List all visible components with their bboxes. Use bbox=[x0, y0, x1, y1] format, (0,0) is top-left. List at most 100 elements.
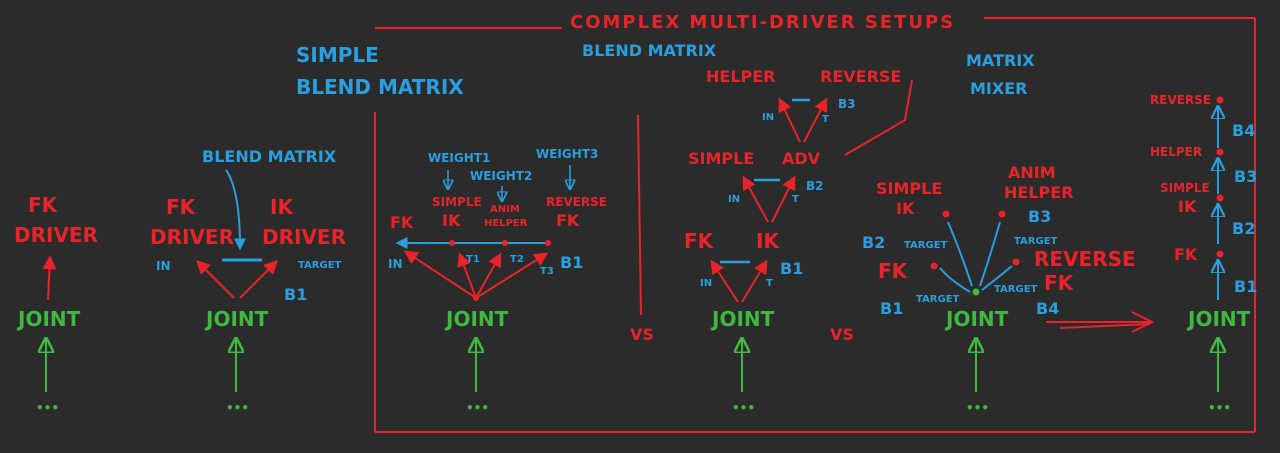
simple-label: SIMPLE bbox=[1160, 181, 1210, 195]
helper-node bbox=[998, 210, 1006, 218]
fk-node bbox=[1216, 250, 1224, 258]
ik-label: IK bbox=[442, 211, 461, 230]
b4-label: B4 bbox=[1232, 121, 1255, 140]
reverse-to-joint-line bbox=[981, 265, 1013, 291]
b2-label: B2 bbox=[1232, 219, 1255, 238]
simple-blend-matrix-title-line1: SIMPLE bbox=[296, 43, 379, 67]
hub-to-helper-arrow bbox=[475, 252, 502, 299]
reverse-label: REVERSE bbox=[820, 67, 901, 86]
reverse-label: REVERSE bbox=[1150, 93, 1211, 107]
hub-to-ik-arrow bbox=[457, 252, 477, 299]
matrix-mixer-title-line1: MATRIX bbox=[966, 51, 1035, 70]
reverse-label: REVERSE bbox=[546, 195, 607, 209]
simple-label: SIMPLE bbox=[432, 195, 482, 209]
weight3-label: WEIGHT3 bbox=[536, 147, 598, 161]
joint-to-fk-arrow bbox=[196, 260, 235, 299]
joint-label: JOINT bbox=[710, 307, 775, 331]
complex-multi-driver-title: COMPLEX MULTI-DRIVER SETUPS bbox=[570, 12, 955, 33]
reverse-node bbox=[1216, 96, 1224, 104]
joint-to-ik-arrow bbox=[741, 259, 768, 303]
simple-blend-matrix-title-line2: BLEND MATRIX bbox=[296, 75, 464, 99]
weight2-label: WEIGHT2 bbox=[470, 169, 532, 183]
ik-label: IK bbox=[756, 229, 780, 253]
reverse-label: REVERSE bbox=[1034, 247, 1136, 271]
ik-driver-label: DRIVER bbox=[262, 225, 346, 249]
reverse-node bbox=[545, 240, 551, 246]
ik-label: IK bbox=[1178, 197, 1197, 216]
fk-label: FK bbox=[1174, 245, 1198, 264]
column-stacked-blend: HELPER REVERSE B3 IN T SIMPLE ADV B2 IN … bbox=[684, 67, 901, 415]
ik-node bbox=[449, 240, 455, 246]
anim-label: ANIM bbox=[1008, 163, 1056, 182]
joint-to-fk-arrow bbox=[710, 259, 739, 303]
vs-label-1: VS bbox=[630, 325, 654, 344]
column-simple-blend: BLEND MATRIX FK DRIVER IK DRIVER IN TARG… bbox=[150, 147, 346, 415]
t-label-b1: T bbox=[766, 278, 773, 289]
fk-node bbox=[930, 262, 938, 270]
target-label-reverse: TARGET bbox=[994, 284, 1038, 295]
t3-label: T3 bbox=[540, 266, 554, 277]
fk-label: FK bbox=[28, 193, 59, 217]
adv-to-reverse-arrow bbox=[803, 97, 828, 143]
helper-node bbox=[502, 240, 508, 246]
blend-matrix-pointer bbox=[225, 169, 246, 251]
fk-to-joint-line bbox=[939, 267, 971, 293]
adv-label: ADV bbox=[782, 149, 821, 168]
column-blend-matrix: WEIGHT1 WEIGHT2 WEIGHT3 FK SIMPLE IK ANI… bbox=[388, 147, 607, 415]
simple-label: SIMPLE bbox=[876, 179, 942, 198]
joint-label: JOINT bbox=[204, 307, 269, 331]
helper-to-joint-line bbox=[979, 221, 1001, 287]
column-fk-driver: FK DRIVER JOINT ••• bbox=[14, 193, 98, 415]
fk-label: FK bbox=[878, 259, 909, 283]
fk-label: FK bbox=[166, 195, 197, 219]
joint-label: JOINT bbox=[444, 307, 509, 331]
b1-label: B1 bbox=[880, 299, 903, 318]
ik-label: IK bbox=[896, 199, 915, 218]
ik-label: IK bbox=[270, 195, 294, 219]
b3-label: B3 bbox=[838, 97, 856, 111]
helper-node bbox=[1216, 148, 1224, 156]
simple-label: SIMPLE bbox=[688, 149, 754, 168]
target-label-fk: TARGET bbox=[916, 294, 960, 305]
in-label-b1: IN bbox=[700, 278, 712, 289]
joint-to-ik-arrow bbox=[239, 260, 278, 299]
anim-label: ANIM bbox=[490, 204, 520, 215]
ellipsis-dots: ••• bbox=[36, 401, 59, 415]
fk2-label: FK bbox=[1044, 271, 1075, 295]
joint-to-driver-arrow bbox=[42, 255, 57, 301]
helper-label: HELPER bbox=[706, 67, 776, 86]
ik-to-joint-line bbox=[947, 221, 973, 287]
b3-label: B3 bbox=[1028, 207, 1051, 226]
helper-label: HELPER bbox=[1150, 145, 1202, 159]
ellipsis-dots: ••• bbox=[1208, 401, 1231, 415]
equivalence-arrow bbox=[1046, 311, 1155, 333]
b1-label: B1 bbox=[560, 253, 583, 272]
t-label-b3: T bbox=[822, 114, 829, 125]
helper-label: HELPER bbox=[484, 218, 528, 229]
target-label-ik: TARGET bbox=[904, 240, 948, 251]
in-label: IN bbox=[156, 259, 171, 273]
ellipsis-dots: ••• bbox=[732, 401, 755, 415]
t1-label: T1 bbox=[466, 254, 480, 265]
blend-matrix-section-title: BLEND MATRIX bbox=[582, 41, 717, 60]
in-label-b3: IN bbox=[762, 112, 774, 123]
b1-label: B1 bbox=[1234, 277, 1257, 296]
joint-label: JOINT bbox=[16, 307, 81, 331]
b3-label: B3 bbox=[1234, 167, 1257, 186]
matrix-mixer-title-line2: MIXER bbox=[970, 79, 1027, 98]
b4-label: B4 bbox=[1036, 299, 1059, 318]
helper-label: HELPER bbox=[1004, 183, 1074, 202]
b1-label: B1 bbox=[780, 259, 803, 278]
fk2-label: FK bbox=[556, 211, 580, 230]
joint-label: JOINT bbox=[944, 307, 1009, 331]
complex-frame bbox=[374, 17, 1256, 433]
joint-label: JOINT bbox=[1186, 307, 1251, 331]
b1-label: B1 bbox=[284, 285, 307, 304]
adv-to-helper-arrow bbox=[778, 97, 801, 143]
vs-label-2: VS bbox=[830, 325, 854, 344]
blend-matrix-node-label: BLEND MATRIX bbox=[202, 147, 337, 166]
fk-driver-label: DRIVER bbox=[150, 225, 234, 249]
weight1-label: WEIGHT1 bbox=[428, 151, 490, 165]
column-matrix-mixer: SIMPLE IK ANIM HELPER B3 B2 TARGET TARGE… bbox=[862, 163, 1136, 415]
ellipsis-dots: ••• bbox=[466, 401, 489, 415]
